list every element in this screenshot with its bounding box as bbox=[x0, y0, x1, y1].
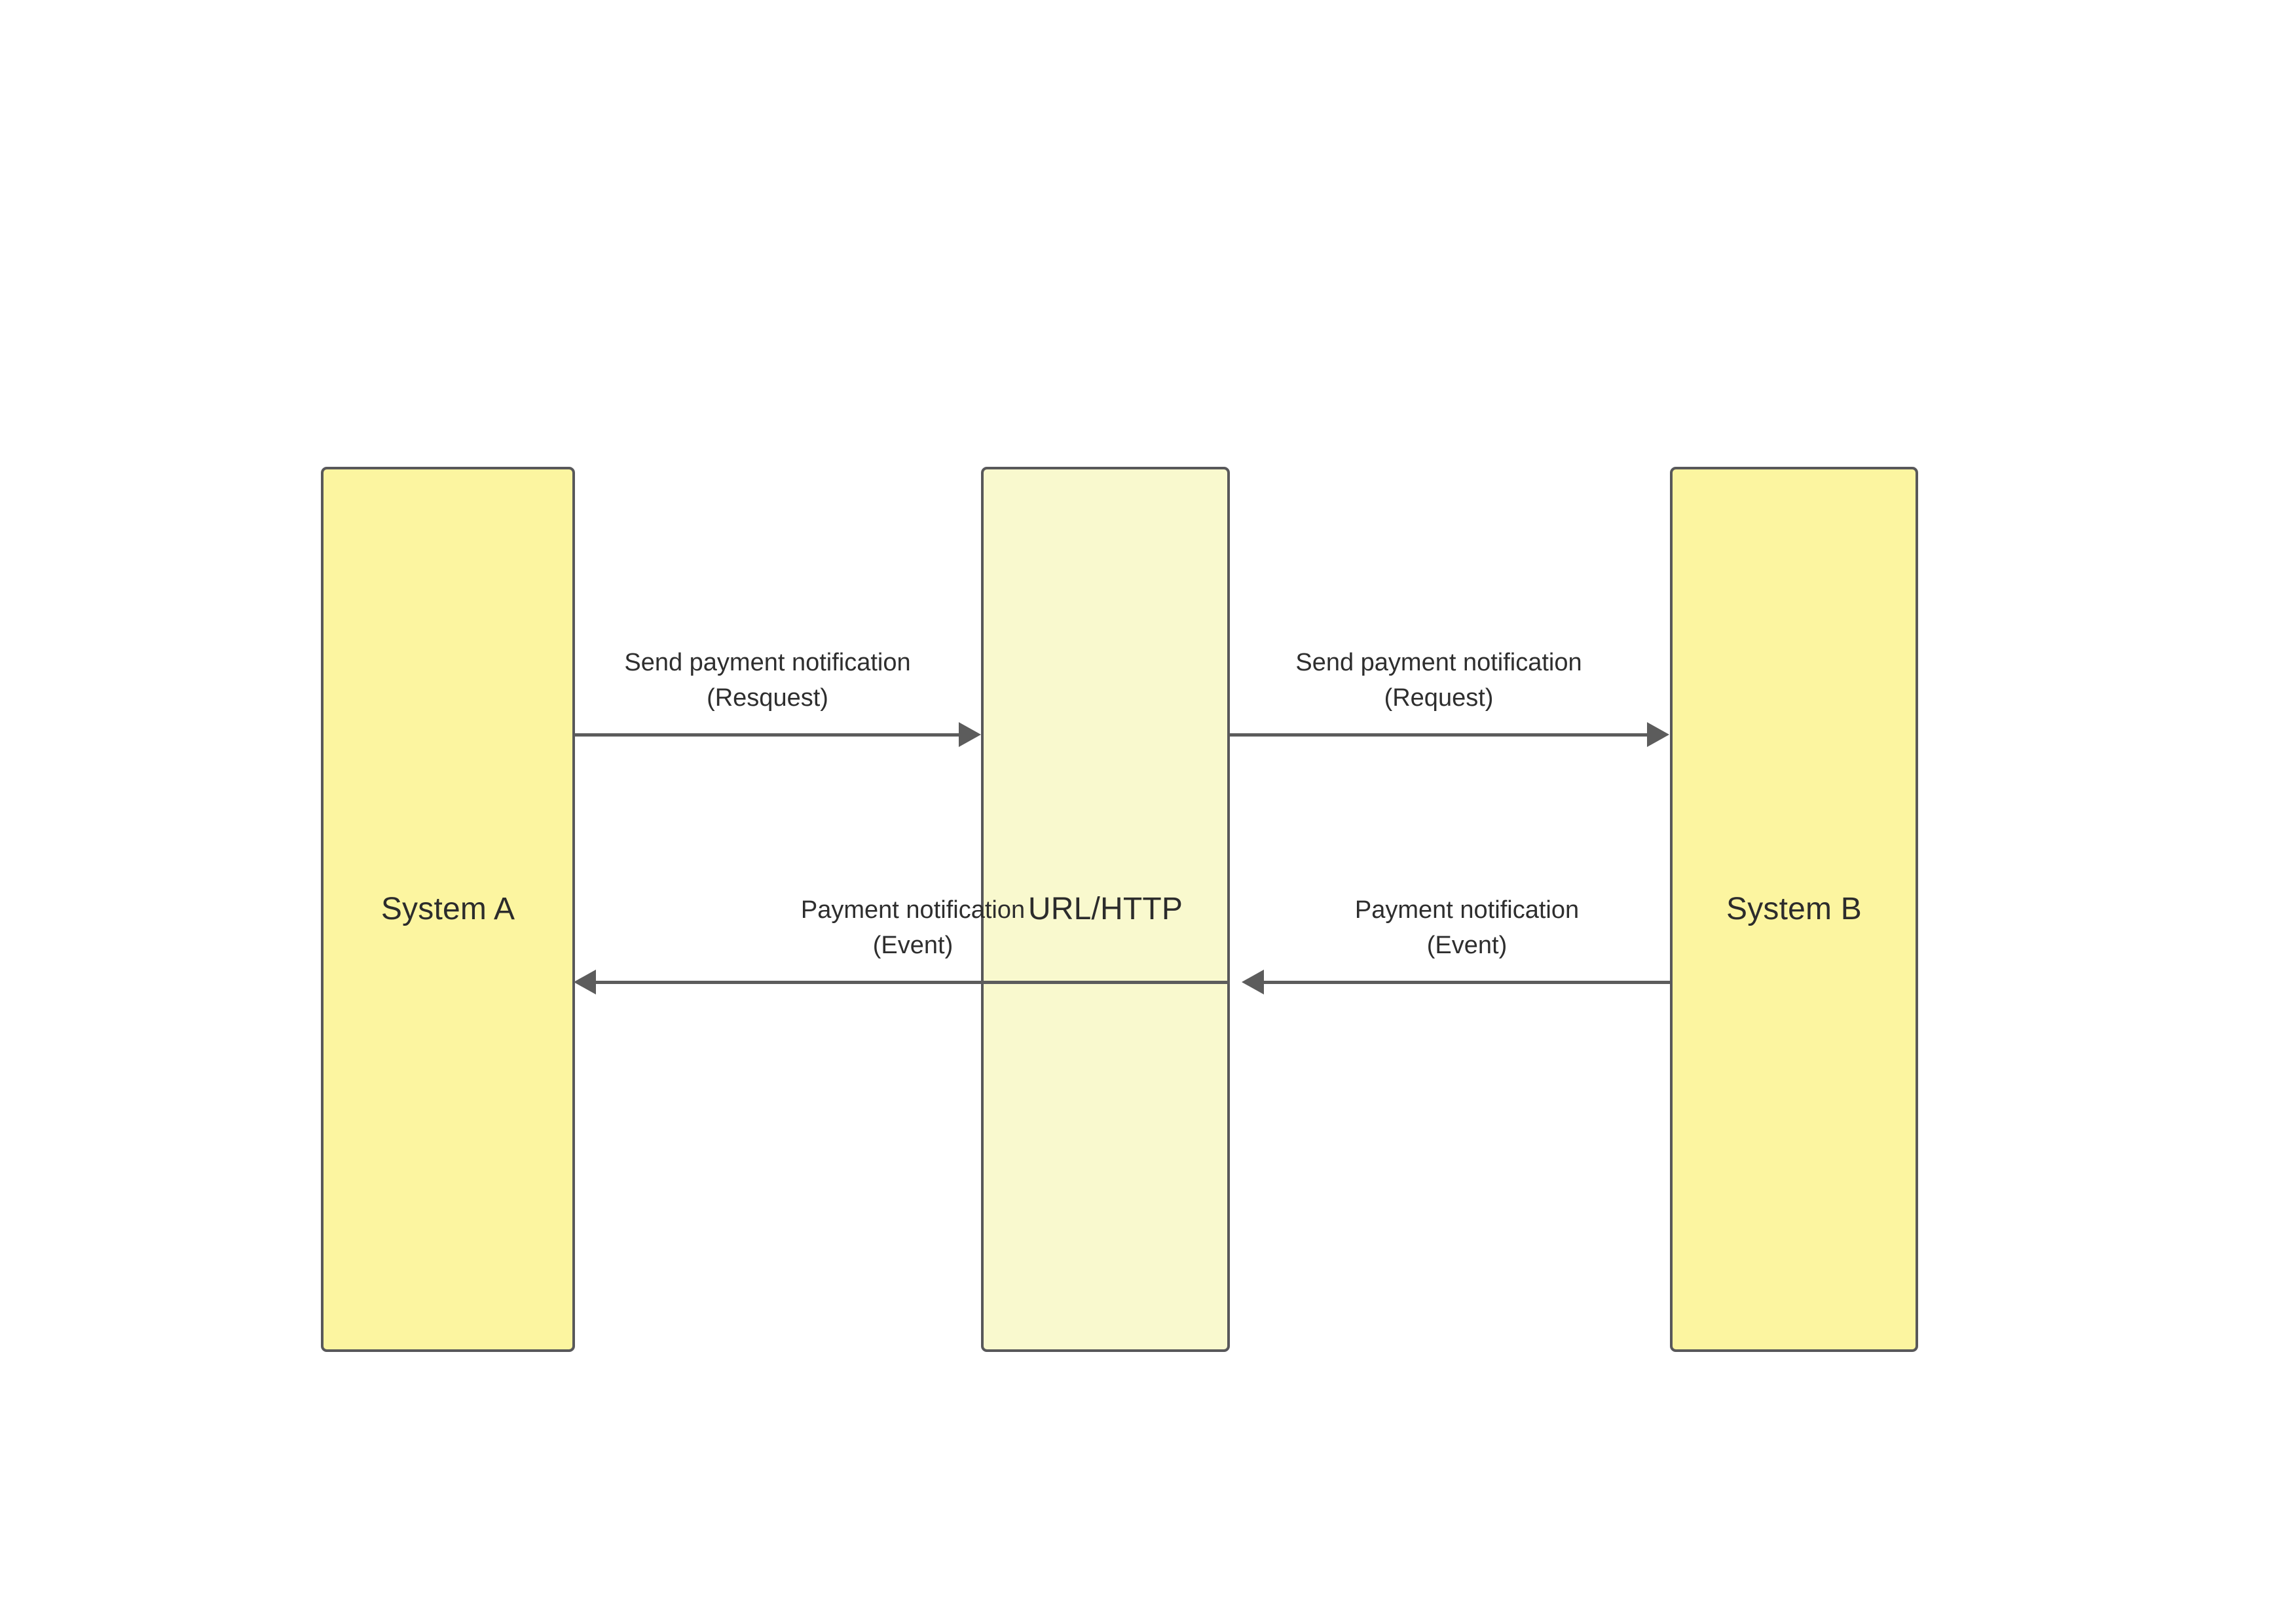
edge-label-url-to-b: Send payment notification (Request) bbox=[1230, 646, 1648, 716]
edge-label-url-to-a-line1: Payment notification bbox=[800, 896, 1026, 924]
edge-label-b-to-url-line2: (Event) bbox=[1426, 931, 1508, 959]
edge-label-url-to-b-line1: Send payment notification bbox=[1295, 649, 1582, 676]
edge-label-a-to-url-line1: Send payment notification bbox=[624, 649, 911, 676]
arrow-left-icon bbox=[1242, 970, 1264, 994]
edge-label-url-to-a: Payment notification (Event) bbox=[596, 893, 1230, 964]
arrow-right-icon bbox=[959, 722, 981, 747]
edge-label-b-to-url-line1: Payment notification bbox=[1354, 896, 1580, 924]
edge-line-url-to-b bbox=[1230, 733, 1648, 737]
edge-line-url-to-a bbox=[596, 981, 1230, 984]
node-system-a[interactable]: System A bbox=[321, 467, 575, 1352]
edge-line-b-to-url bbox=[1264, 981, 1670, 984]
edge-label-a-to-url: Send payment notification (Resquest) bbox=[574, 646, 961, 716]
arrow-left-icon bbox=[574, 970, 596, 994]
edge-label-b-to-url: Payment notification (Event) bbox=[1264, 893, 1670, 964]
node-url-http-label: URL/HTTP bbox=[1028, 892, 1183, 927]
edge-line-a-to-url bbox=[574, 733, 961, 737]
node-system-a-label: System A bbox=[380, 892, 515, 927]
edge-label-url-to-a-line2: (Event) bbox=[872, 931, 954, 959]
node-url-http[interactable]: URL/HTTP bbox=[981, 467, 1230, 1352]
node-system-b[interactable]: System B bbox=[1670, 467, 1918, 1352]
node-system-b-label: System B bbox=[1726, 892, 1862, 927]
arrow-right-icon bbox=[1647, 722, 1669, 747]
edge-label-url-to-b-line2: (Request) bbox=[1384, 684, 1494, 712]
edge-label-a-to-url-line2: (Resquest) bbox=[707, 684, 828, 712]
